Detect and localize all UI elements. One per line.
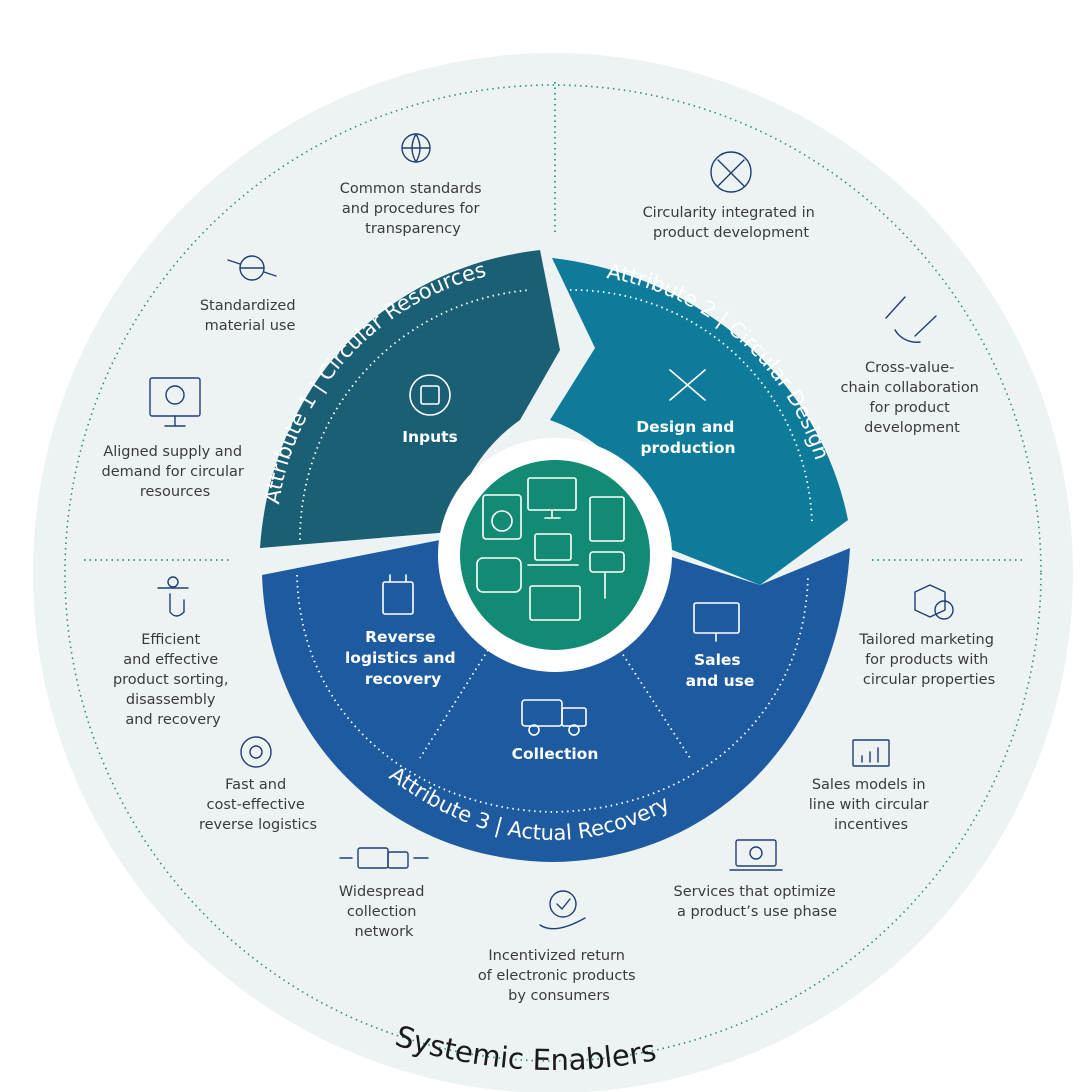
enabler-standardized-material: Standardized material use bbox=[200, 298, 300, 334]
pencil-ruler-circle-icon bbox=[710, 151, 752, 193]
drill-icon bbox=[589, 551, 625, 573]
attribute-3-dotted-arc bbox=[296, 574, 809, 813]
enabler-incentivized-return: Incentivized return of electronic produc… bbox=[478, 948, 640, 1004]
monitor-cart-icon bbox=[693, 602, 740, 642]
recycle-bag-icon bbox=[382, 574, 414, 615]
outer-dotted-ring bbox=[64, 84, 1042, 1062]
segment-design-production: Design and production bbox=[636, 418, 739, 457]
bar-chart-window-icon bbox=[852, 739, 890, 767]
microwave-icon bbox=[529, 585, 581, 621]
pencil-ruler-cycle-icon bbox=[885, 296, 937, 343]
globe-network-icon bbox=[227, 255, 277, 281]
enabler-aligned-supply: Aligned supply and demand for circular r… bbox=[102, 444, 249, 500]
enabler-efficient-sorting: Efficient and effective product sorting,… bbox=[113, 632, 233, 728]
attribute-1-dotted-arc bbox=[299, 289, 531, 541]
gear-cycle-icon bbox=[240, 736, 272, 768]
laptop-gear-icon bbox=[729, 839, 783, 871]
attribute-2-segment[interactable] bbox=[550, 258, 848, 585]
segment-collection: Collection bbox=[512, 745, 599, 763]
monitor-chip-icon bbox=[149, 377, 201, 427]
truck-arrows-icon bbox=[339, 847, 429, 869]
enabler-services-optimize: Services that optimize a product’s use p… bbox=[674, 884, 841, 920]
attribute-3-segment[interactable] bbox=[262, 540, 850, 862]
segment-sales-use: Sales and use bbox=[686, 651, 755, 690]
enabler-tailored-marketing: Tailored marketing for products with cir… bbox=[858, 632, 998, 688]
laptop-icon bbox=[534, 533, 572, 561]
box-recycle-icon bbox=[914, 584, 954, 620]
chip-recycle-icon bbox=[409, 374, 451, 416]
touch-slider-icon bbox=[157, 576, 189, 617]
center-circle bbox=[460, 460, 650, 650]
enabler-common-standards: Common standards and procedures for tran… bbox=[340, 181, 486, 237]
enabler-fast-reverse-logistics: Fast and cost-effective reverse logistic… bbox=[199, 777, 317, 833]
globe-wrench-icon bbox=[401, 133, 431, 163]
attribute-2-dotted-arc bbox=[569, 289, 813, 526]
enabler-sales-models: Sales models in line with circular incen… bbox=[809, 777, 933, 833]
coffee-machine-icon bbox=[589, 496, 625, 542]
enabler-circularity-integrated: Circularity integrated in product develo… bbox=[643, 205, 820, 241]
electronics-icons bbox=[476, 477, 625, 621]
hand-check-icon bbox=[539, 890, 586, 930]
segment-reverse-logistics: Reverse logistics and recovery bbox=[345, 628, 461, 688]
enabler-widespread-collection: Widespread collection network bbox=[339, 884, 429, 940]
segment-inputs: Inputs bbox=[402, 428, 458, 446]
toaster-icon bbox=[476, 557, 522, 593]
washing-machine-icon bbox=[482, 494, 522, 540]
truck-icon bbox=[521, 699, 587, 736]
enabler-cross-value-chain: Cross-value- chain collaboration for pro… bbox=[841, 360, 984, 436]
pencil-ruler-icon bbox=[669, 369, 706, 401]
